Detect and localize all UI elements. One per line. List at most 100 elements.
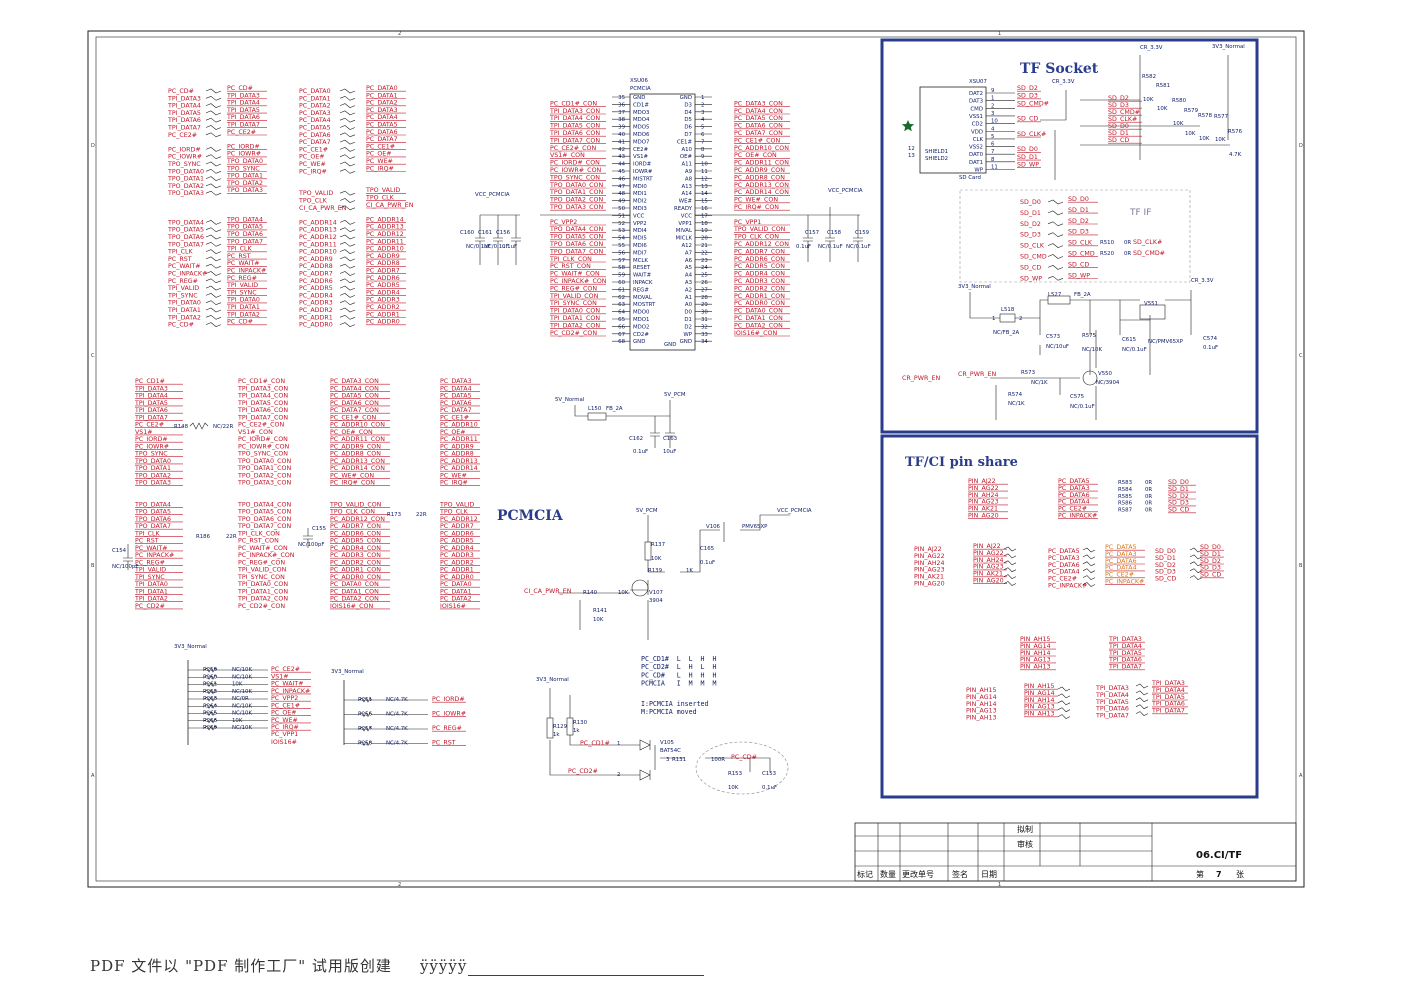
tb-review: 审核 — [1017, 839, 1033, 849]
l150-val: FB_2A — [606, 406, 623, 412]
pcmcia-net: PC_ADDR5_CON — [734, 263, 785, 270]
pcmcia-pin-number: 66 — [618, 324, 625, 330]
net-label: PC_DATA6 — [366, 129, 398, 136]
pcmcia-pin-name: A11 — [681, 162, 692, 168]
tf-ci-share-map: PIN_AJ22PIN_AG22PIN_AH24PIN_AG23PIN_AK21… — [914, 478, 1224, 722]
net-label: PC_DATA3 — [299, 110, 331, 117]
net-label: TPO_VALID — [439, 501, 474, 508]
net-label: PC_ADDR4 — [299, 292, 333, 299]
net-label: TPI_DATA2 — [226, 311, 260, 318]
pcmcia-pin-number: 64 — [618, 310, 625, 316]
tf-net: SD_D2 — [1017, 85, 1038, 92]
pcmcia-pin-number: 32 — [701, 324, 708, 330]
share-sd: SD_CD — [1200, 572, 1221, 579]
share-ref: R587 — [1118, 508, 1132, 514]
share-sd: SD_D2 — [1168, 493, 1189, 500]
net-label: PC_DATA0 — [366, 85, 398, 92]
port-arrow — [1135, 697, 1149, 703]
pcmcia-pin-name: MISTRT — [633, 176, 653, 182]
pcmcia-pin-name: MOSTRT — [633, 302, 656, 308]
tf-if-title: TF IF — [1129, 208, 1151, 218]
tf-name: SD Card — [959, 175, 981, 181]
pcmcia-pin-number: 54 — [618, 236, 625, 242]
port-arrow — [1057, 686, 1071, 692]
share-sd: SD_D1 — [1155, 555, 1176, 562]
net-label: TPO_DATA0 — [134, 458, 171, 465]
tf-net: SD_WP — [1017, 162, 1039, 169]
pcmcia-pin-name: CD1# — [633, 102, 649, 108]
pcmcia-pin-number: 1 — [701, 95, 704, 101]
net-label: TPI_SYNC_CON — [237, 574, 285, 581]
pcmcia-pin-number: 38 — [618, 117, 625, 123]
pullup-wire — [188, 667, 268, 673]
pcmcia-net: PC_DATA4_CON — [734, 108, 783, 115]
net-label: PC_DATA5_CON — [330, 393, 379, 400]
net-label: PC_ADDR3 — [366, 297, 400, 304]
net-label: PC_ADDR9 — [366, 253, 400, 260]
net-label: TPO_DATA2 — [226, 180, 263, 187]
net-label: PC_CD2# — [135, 603, 165, 610]
tb-h3: 更改单号 — [902, 869, 934, 879]
pcmcia-net: PC_CE2#_CON — [550, 145, 597, 152]
pcmcia-pin-number: 60 — [618, 280, 625, 286]
tfif-net: SD_WP — [1068, 272, 1090, 279]
net-label: PC_DATA6 — [299, 132, 331, 139]
net-label: TPO_DATA3 — [134, 480, 171, 487]
r141-ref: R141 — [593, 608, 607, 614]
share-pin: PIN_AH14 — [966, 701, 997, 708]
net-label: PC_ADDR0 — [440, 574, 474, 581]
pcmcia-pin-name: CE1# — [677, 139, 693, 145]
pcmcia-pin-name: A2 — [685, 287, 692, 293]
pcmcia-pin-number: 6 — [701, 132, 705, 138]
net-label: PC_DATA4 — [440, 385, 472, 392]
pcmcia-net: TPO_VALID_CON — [733, 226, 786, 233]
port-arrow — [1003, 553, 1017, 559]
pcmcia-pin-name: MDO6 — [633, 132, 650, 138]
pullup-wire — [188, 703, 268, 709]
share-net: TPI_DATA3 — [1108, 636, 1142, 643]
net-label: PC_CD# — [168, 88, 194, 95]
tfif-net: SD_D2 — [1020, 221, 1041, 228]
pdf-link[interactable]: ÿÿÿÿÿ — [419, 957, 468, 975]
pcmcia-pin-number: 53 — [618, 228, 625, 234]
net-label: PC_ADDR7_CON — [330, 523, 381, 530]
in2-net: PC_CD2# — [568, 768, 598, 775]
net-label: PC_ADDR5 — [366, 282, 400, 289]
port-arrow — [205, 190, 222, 196]
net-label: TPI_VALID_CON — [237, 567, 287, 574]
net-label: TPO_SYNC — [167, 161, 201, 168]
pcmcia-pin-number: 14 — [701, 191, 708, 197]
pcmcia-pin-name: WE# — [679, 199, 693, 205]
net-label: PC_CD# — [168, 322, 194, 329]
out-net: PC_CD# — [731, 754, 757, 761]
port-arrow — [339, 227, 356, 233]
c153-ref: C153 — [762, 771, 776, 777]
pcmcia-net: TPO_DATA6_CON — [549, 241, 603, 248]
tf-net: SD_CLK# — [1017, 131, 1046, 138]
pcmcia-pin-name: MDI0 — [633, 184, 647, 190]
pcmcia-net: PC_ADDR0_CON — [734, 300, 785, 307]
net-label: TPO_VALID_CON — [329, 501, 382, 508]
share-pin: PIN_AG13 — [1024, 704, 1055, 711]
pcmcia-net: PC_IRQ#_CON — [734, 204, 779, 211]
net-label: PC_IORD# — [168, 146, 201, 153]
share-pin: PIN_AH13 — [1020, 664, 1051, 671]
r139-val: 1K — [686, 568, 693, 574]
pcmcia-net: PC_CE1#_CON — [734, 137, 781, 144]
r510-net: SD_CLK# — [1133, 239, 1162, 246]
v551-body — [1139, 304, 1166, 320]
net-label: PC_REG#_CON — [238, 559, 285, 566]
pullup-wire — [188, 710, 268, 717]
port-arrow — [339, 249, 356, 254]
pcmcia-pin-name: MDI5 — [633, 236, 647, 242]
rail-label: VCC_PCMCIA — [475, 192, 510, 198]
net-label: TPI_DATA4 — [167, 103, 201, 110]
r131-ref: R131 — [672, 757, 686, 763]
port-arrow — [205, 103, 222, 108]
net-label: PC_OE# — [299, 154, 325, 161]
net-label: PC_ADDR5 — [440, 538, 474, 545]
net-label: TPO_DATA0 — [226, 158, 263, 165]
net-label: PC_OE# — [440, 429, 466, 436]
net-label: TPI_DATA7 — [167, 125, 201, 132]
pcmcia-pin-number: 57 — [618, 258, 625, 264]
